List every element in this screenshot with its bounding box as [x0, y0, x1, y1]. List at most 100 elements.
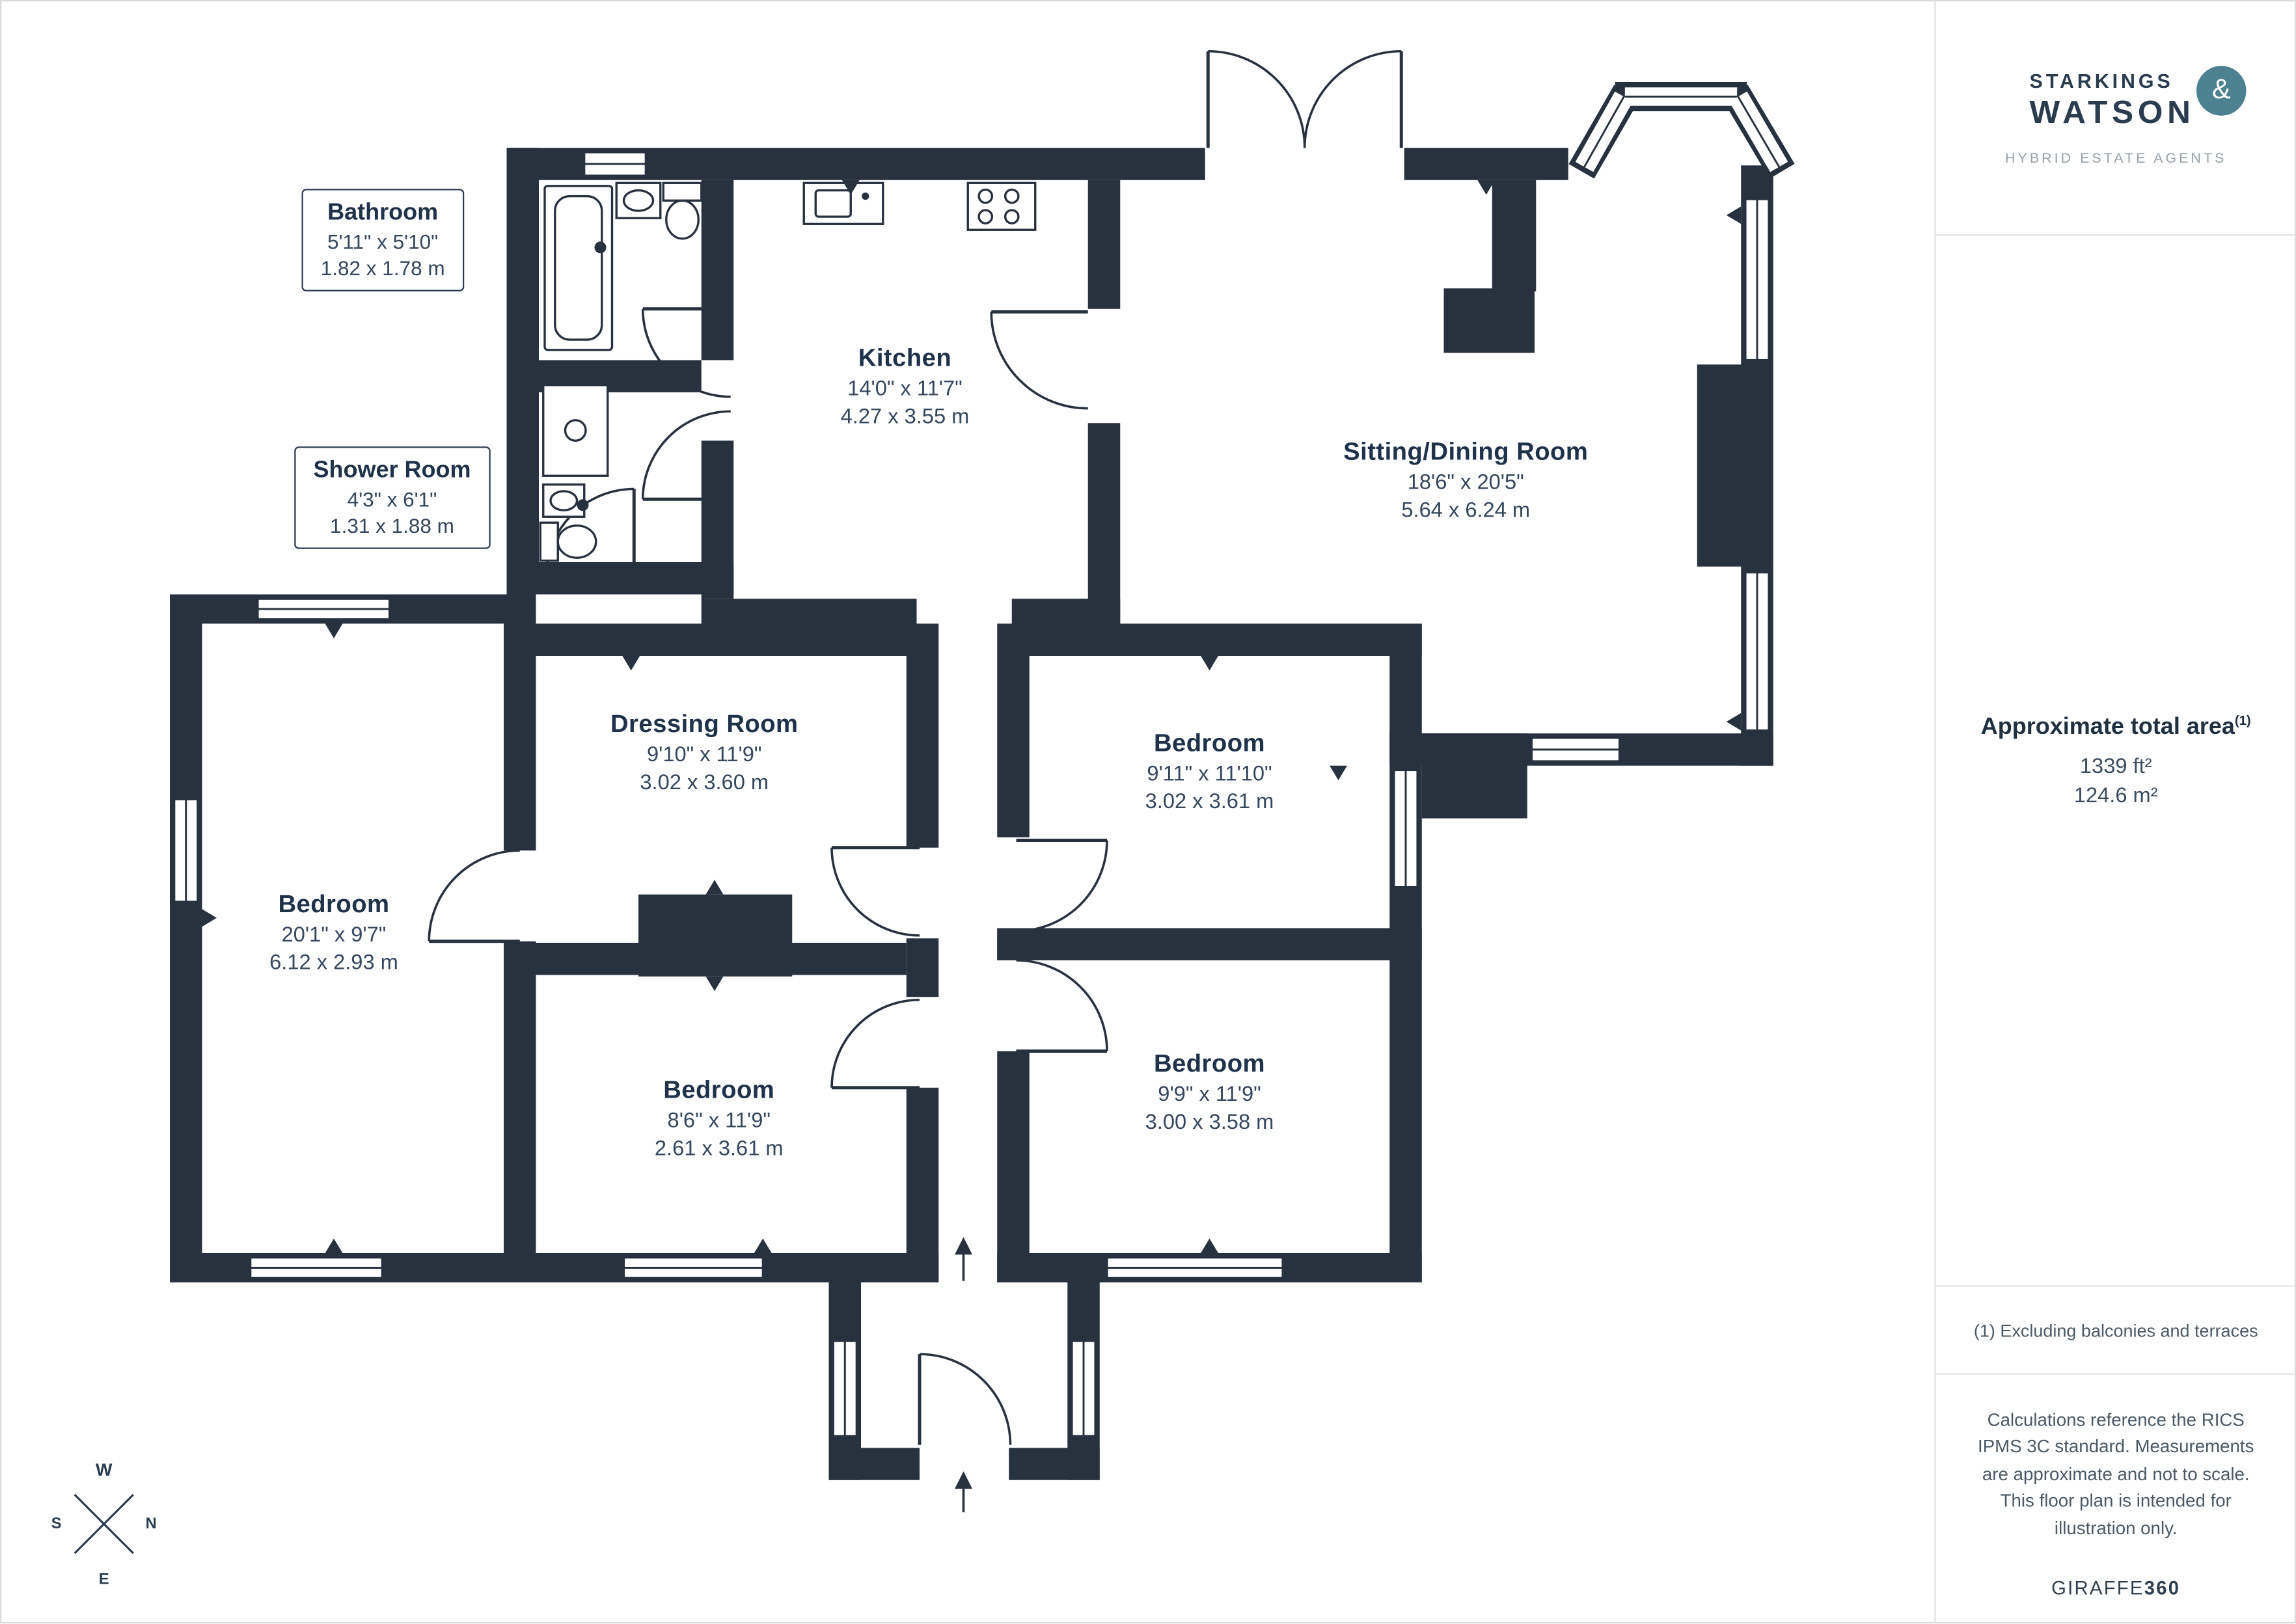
- credit-bold: 360: [2144, 1577, 2181, 1599]
- door-swing: [830, 846, 920, 937]
- floor-plan-drawing: [170, 49, 1795, 1513]
- compass-east-label: E: [98, 1571, 109, 1589]
- room-label-bedroom-left: Bedroom 20'1" x 9'7" 6.12 x 2.93 m: [269, 890, 398, 975]
- window: [1744, 571, 1770, 732]
- disclaimer-section: Calculations reference the RICS IPMS 3C …: [1936, 1375, 2295, 1619]
- room-label-bedroom-mid-right: Bedroom 9'11" x 11'10" 3.02 x 3.61 m: [1145, 729, 1274, 815]
- room-name: Sitting/Dining Room: [1343, 437, 1589, 466]
- credit-normal: GIRAFFE: [2051, 1577, 2144, 1599]
- room-dims-metric: 6.12 x 2.93 m: [269, 951, 398, 975]
- door-swing: [830, 998, 920, 1090]
- room-dims-metric: 1.31 x 1.88 m: [330, 513, 454, 537]
- total-area-title: Approximate total area(1): [1981, 713, 2251, 741]
- room-name: Shower Room: [313, 458, 471, 483]
- total-area-imperial: 1339 ft²: [2079, 755, 2152, 779]
- door-stop-icon: [577, 499, 589, 511]
- bathtub-icon: [543, 185, 614, 351]
- room-label-bedroom-bottom-mid: Bedroom 8'6" x 11'9" 2.61 x 3.61 m: [655, 1076, 784, 1161]
- total-area-block: Approximate total area(1) 1339 ft² 124.6…: [1981, 713, 2251, 807]
- brand-name-line2: WATSON: [2029, 92, 2195, 130]
- windows: [173, 85, 1788, 1437]
- footnote-section: (1) Excluding balconies and terraces: [1935, 1287, 2295, 1375]
- door-swing: [1016, 959, 1108, 1053]
- room-name: Kitchen: [858, 344, 952, 372]
- window: [173, 798, 199, 903]
- room-name: Bedroom: [663, 1076, 775, 1104]
- room-dims-imperial: 5'11" x 5'10": [327, 230, 439, 254]
- total-area-footnote-ref: (1): [2234, 713, 2251, 728]
- hob-icon: [966, 182, 1037, 231]
- room-dims-imperial: 14'0" x 11'7": [847, 377, 963, 401]
- window: [622, 1256, 764, 1279]
- compass-cross: [74, 1494, 134, 1554]
- room-dims-metric: 5.64 x 6.24 m: [1401, 499, 1531, 523]
- shower-room-fixtures: [539, 384, 609, 562]
- brand-tagline: HYBRID ESTATE AGENTS: [2005, 150, 2227, 167]
- callout-shower-room: Shower Room 4'3" x 6'1" 1.31 x 1.88 m: [294, 446, 490, 549]
- window: [1106, 1256, 1284, 1279]
- ampersand-glyph: &: [2211, 74, 2231, 105]
- room-label-kitchen: Kitchen 14'0" x 11'7" 4.27 x 3.55 m: [841, 344, 970, 429]
- window: [256, 597, 391, 621]
- doors: [428, 49, 1403, 1445]
- compass-west-label: W: [96, 1459, 113, 1480]
- door-stop-icon: [594, 241, 607, 254]
- brand-name-line1: STARKINGS: [2029, 69, 2174, 92]
- window: [249, 1256, 383, 1279]
- shower-icon: [542, 384, 609, 477]
- total-area-metric: 124.6 m²: [2073, 784, 2158, 808]
- room-dims-metric: 3.00 x 3.58 m: [1145, 1111, 1274, 1135]
- door-swing: [428, 849, 520, 943]
- room-dims-metric: 3.02 x 3.60 m: [640, 771, 769, 795]
- kitchen-fixtures: [802, 182, 1037, 231]
- total-area-title-text: Approximate total area: [1980, 715, 2235, 740]
- window: [583, 151, 647, 177]
- window: [1622, 85, 1740, 108]
- room-name: Bedroom: [1153, 729, 1266, 757]
- window: [1744, 198, 1770, 362]
- window: [1071, 1340, 1097, 1437]
- kitchen-sink-icon: [802, 182, 884, 225]
- bathroom-fixtures: [543, 182, 703, 351]
- toilet-icon: [662, 182, 703, 240]
- room-dims-imperial: 9'11" x 11'10": [1147, 763, 1272, 787]
- french-door-swing: [1206, 49, 1403, 148]
- door-swing: [641, 410, 731, 501]
- sink-icon: [615, 182, 662, 219]
- giraffe360-credit: GIRAFFE360: [1968, 1577, 2264, 1599]
- front-door-swing: [918, 1353, 1012, 1445]
- room-dims-metric: 4.27 x 3.55 m: [840, 405, 970, 429]
- scan-markers: [202, 180, 1742, 1253]
- window: [1575, 91, 1633, 172]
- room-dims-metric: 2.61 x 3.61 m: [654, 1137, 784, 1161]
- sidebar: STARKINGS WATSON & HYBRID ESTATE AGENTS …: [1934, 1, 2295, 1622]
- floor-plan: Kitchen 14'0" x 11'7" 4.27 x 3.55 m Sitt…: [1, 1, 1934, 1622]
- walls: [170, 82, 1795, 1480]
- room-label-bedroom-bottom-right: Bedroom 9'9" x 11'9" 3.00 x 3.58 m: [1145, 1049, 1274, 1135]
- room-label-sitting-dining: Sitting/Dining Room 18'6" x 20'5" 5.64 x…: [1343, 438, 1588, 523]
- compass-north-label: N: [145, 1515, 157, 1533]
- room-dims-imperial: 8'6" x 11'9": [667, 1109, 771, 1133]
- window: [1393, 768, 1419, 889]
- compass-icon: W S N E: [42, 1459, 165, 1589]
- door-swing: [990, 310, 1088, 410]
- room-dims-imperial: 20'1" x 9'7": [281, 923, 387, 947]
- total-area-section: Approximate total area(1) 1339 ft² 124.6…: [1935, 236, 2295, 1287]
- room-label-dressing-room: Dressing Room 9'10" x 11'9" 3.02 x 3.60 …: [610, 710, 799, 795]
- door-swing: [1016, 839, 1108, 932]
- ampersand-badge-icon: &: [2196, 65, 2247, 115]
- room-name: Bedroom: [278, 890, 390, 918]
- room-dims-imperial: 9'9" x 11'9": [1158, 1083, 1261, 1107]
- room-dims-imperial: 9'10" x 11'9": [646, 744, 762, 767]
- window: [1530, 737, 1621, 763]
- room-name: Bathroom: [327, 200, 439, 226]
- basin-icon: [542, 483, 586, 518]
- window: [832, 1340, 858, 1437]
- toilet-icon: [539, 521, 597, 562]
- room-name: Bedroom: [1153, 1049, 1266, 1077]
- brand-section: STARKINGS WATSON & HYBRID ESTATE AGENTS: [1935, 1, 2295, 236]
- entry-arrows: [955, 1237, 972, 1513]
- window: [1729, 91, 1788, 172]
- door-swing: [641, 307, 731, 398]
